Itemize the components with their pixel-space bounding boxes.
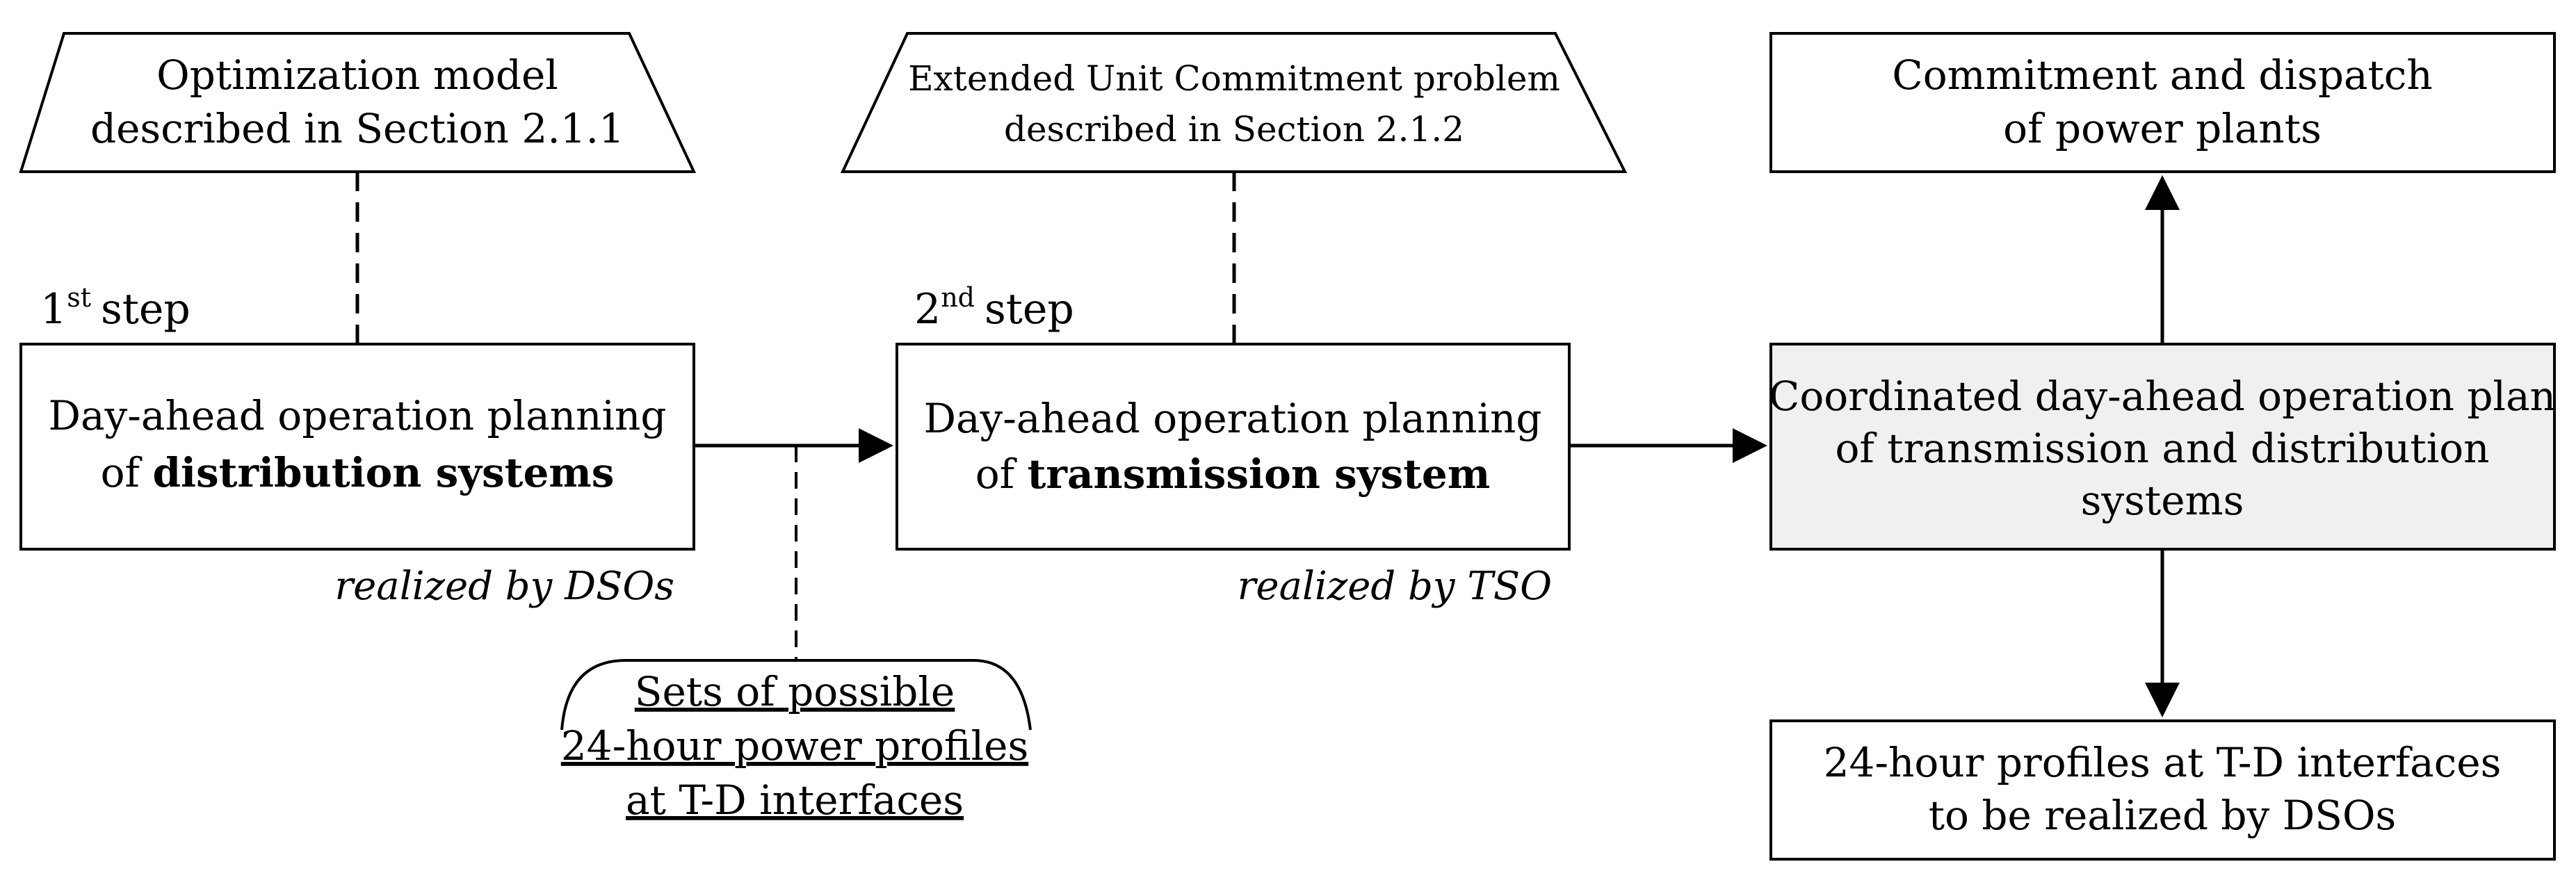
transmission-prefix: of: [975, 450, 1028, 498]
step2-word: step: [985, 285, 1074, 334]
coordinated-line2: of transmission and distribution: [1835, 425, 2489, 472]
step1-word: step: [101, 285, 191, 334]
distribution-planning-box: Day-ahead operation planning of distribu…: [19, 343, 695, 551]
transmission-planning-box: Day-ahead operation planning of transmis…: [896, 343, 1571, 551]
step1-number: 1: [40, 285, 67, 334]
step1-suffix: st: [67, 282, 91, 313]
transmission-bold: transmission system: [1028, 450, 1491, 498]
sets-line2: 24-hour power profiles: [561, 722, 1028, 770]
commitment-dispatch-box: Commitment and dispatch of power plants: [1769, 32, 2556, 173]
profiles-tdi-box: 24-hour profiles at T-D interfaces to be…: [1769, 719, 2556, 861]
trapezoid-middle-line1: Extended Unit Commitment problem: [908, 58, 1560, 99]
step2-number: 2: [914, 285, 941, 334]
profiles-tdi-line2: to be realized by DSOs: [1929, 792, 2397, 839]
distribution-line1: Day-ahead operation planning: [48, 392, 666, 439]
coordinated-line1: Coordinated day-ahead operation plan: [1769, 373, 2556, 420]
trapezoid-left-line1: Optimization model: [156, 51, 558, 99]
commitment-line2: of power plants: [2003, 105, 2322, 152]
transmission-line1: Day-ahead operation planning: [923, 395, 1541, 442]
transmission-line2: of transmission system: [975, 450, 1490, 498]
realized-by-dsos: realized by DSOs: [334, 564, 674, 609]
step2-suffix: nd: [941, 282, 975, 313]
distribution-prefix: of: [101, 449, 153, 496]
extended-uc-trapezoid: Extended Unit Commitment problem describ…: [840, 32, 1628, 173]
distribution-line2: of distribution systems: [101, 449, 615, 496]
distribution-bold: distribution systems: [152, 449, 614, 496]
coordinated-plan-box: Coordinated day-ahead operation plan of …: [1769, 343, 2556, 551]
commitment-line1: Commitment and dispatch: [1892, 51, 2432, 99]
optimization-model-trapezoid: Optimization model described in Section …: [19, 32, 697, 173]
profiles-tdi-line1: 24-hour profiles at T-D interfaces: [1824, 739, 2502, 786]
sets-line1: Sets of possible: [635, 668, 955, 715]
sets-of-profiles-shape: Sets of possible 24-hour power profiles …: [560, 659, 1032, 824]
realized-by-tso: realized by TSO: [1238, 564, 1552, 609]
trapezoid-middle-line2: described in Section 2.1.2: [1004, 109, 1464, 149]
trapezoid-left-line2: described in Section 2.1.1: [90, 105, 624, 152]
coordinated-line3: systems: [2081, 477, 2244, 524]
sets-line3: at T-D interfaces: [626, 776, 964, 824]
